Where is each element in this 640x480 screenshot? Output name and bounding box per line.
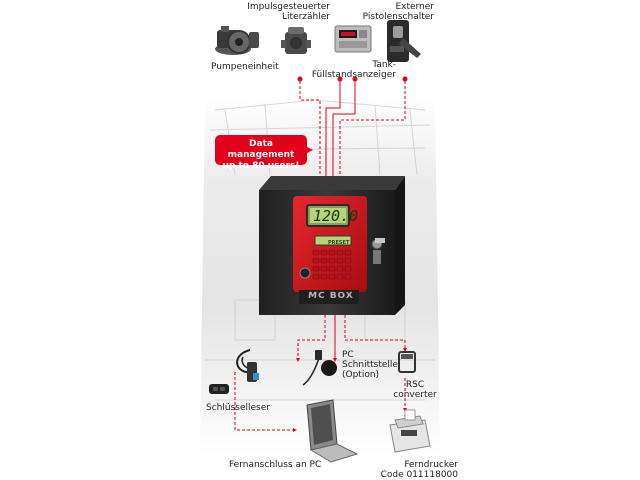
nozzle-switch-icon	[387, 20, 421, 62]
label-pulse-meter: Impulsgesteuerter Literzähler	[247, 2, 330, 22]
connector-line-nozzle	[338, 81, 406, 180]
device-key-icon	[371, 238, 385, 264]
label-remote-printer: Ferndrucker Code 011118000	[380, 460, 458, 480]
level-gauge-icon	[334, 25, 372, 53]
label-key-reader: Schlüsselleser	[206, 403, 270, 413]
laptop-icon	[306, 399, 359, 463]
pump-icon	[215, 26, 259, 55]
device-preset-label: PRESET	[328, 240, 350, 246]
connector-line-rsc	[344, 315, 407, 352]
connector-line-meter	[324, 81, 341, 180]
label-remote-pc: Fernanschluss an PC	[229, 460, 322, 470]
device-keypad	[312, 249, 352, 280]
mc-box-device	[259, 176, 405, 315]
device-brand: MC BOX	[307, 291, 355, 301]
device-key-socket-icon	[299, 267, 311, 279]
connector-line-gauge	[331, 81, 356, 180]
key-reader-icon	[209, 349, 259, 394]
label-rsc-converter: RSC converter	[393, 380, 437, 400]
connector-line-remote-pc	[234, 372, 297, 432]
rsc-converter-icon	[398, 351, 416, 373]
printer-icon	[389, 409, 431, 453]
top-connectors	[297, 76, 408, 180]
data-management-callout	[215, 135, 313, 165]
diagram-graphics	[200, 20, 440, 463]
device-lcd	[310, 208, 346, 223]
label-pump: Pumpeneinheit	[211, 62, 279, 72]
connector-dot-nozzle	[402, 76, 408, 82]
device-display-value: 120.0	[313, 207, 359, 225]
pulse-meter-icon	[281, 27, 311, 54]
connector-line-key-reader	[296, 315, 326, 362]
bottom-connectors	[234, 315, 407, 432]
label-nozzle-switch: Externer Pistolenschalter	[362, 2, 434, 22]
pc-interface-icon	[302, 350, 337, 386]
label-level-gauge: Tank- Füllstandsanzeiger	[311, 60, 396, 80]
callout-text: Data management up to 80 users!	[222, 139, 300, 171]
connector-line-pump	[299, 81, 322, 180]
label-pc-interface: PC Schnittstelle (Option)	[342, 350, 398, 380]
device-preset-lcd	[314, 235, 352, 246]
